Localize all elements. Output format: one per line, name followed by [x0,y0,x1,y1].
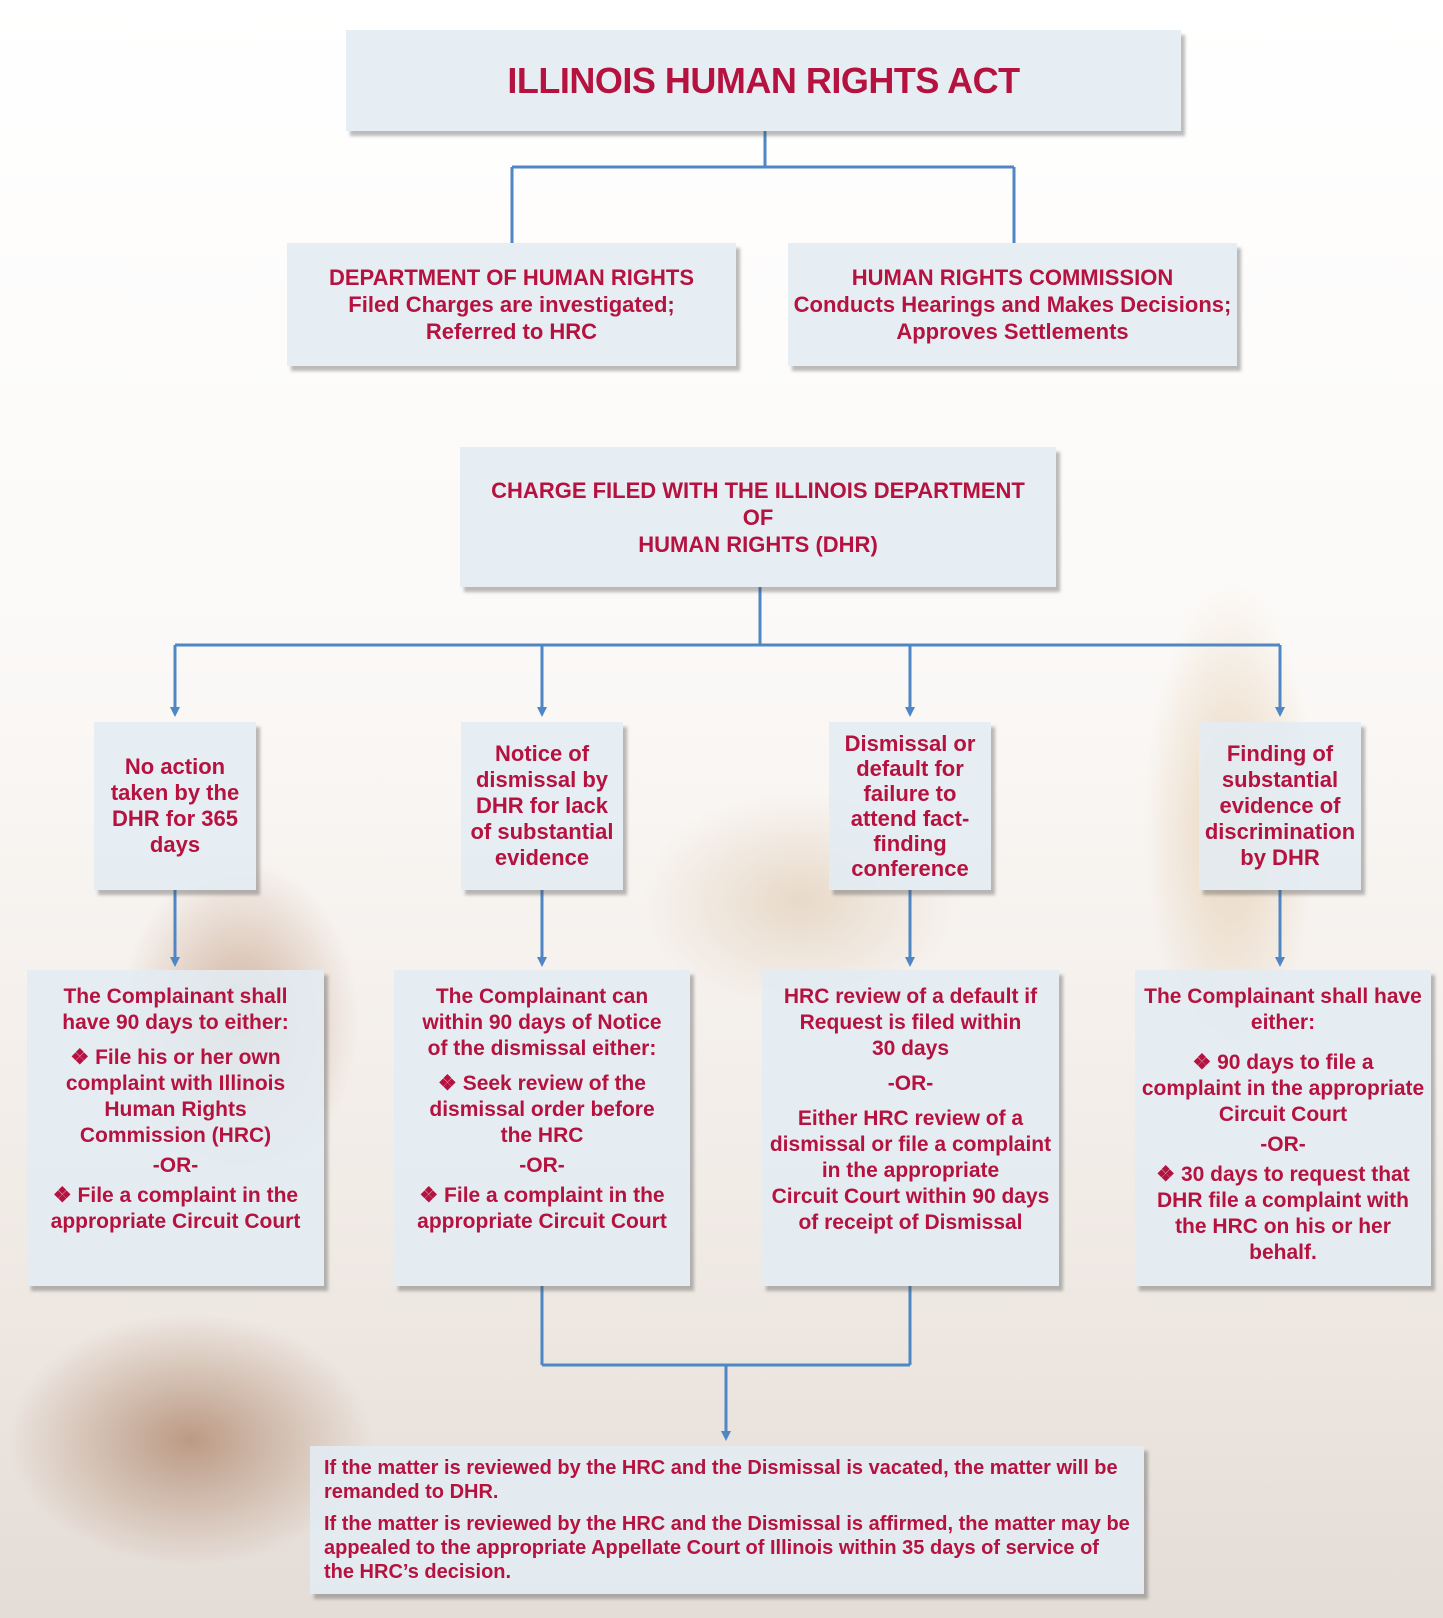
hrc-heading: HUMAN RIGHTS COMMISSION [851,265,1174,290]
outcome-line: evidence [494,845,590,870]
detail-option-1: complaint in the appropriate [1141,1077,1425,1100]
detail-intro: HRC review of a default if [783,985,1038,1008]
outcome-line: evidence of [1219,793,1341,818]
detail-option-1: dismissal order before [429,1098,655,1121]
detail-option-2: the HRC on his or her [1175,1215,1391,1238]
outcome-line: DHR for lack [475,793,609,818]
detail-option-2: dismissal or file a complaint [769,1133,1052,1156]
detail-notice-of-dismissal-box: The Complainant can within 90 days of No… [394,970,690,1286]
dhr-line-3: Referred to HRC [425,319,598,344]
detail-option-1: complaint with Illinois [65,1072,286,1095]
human-rights-commission-box: HUMAN RIGHTS COMMISSION Conducts Hearing… [788,243,1237,366]
or-separator: -OR- [1260,1133,1306,1156]
charge-line-3: HUMAN RIGHTS (DHR) [638,531,878,557]
outcome-line: Finding of [1226,741,1334,766]
detail-option-2: DHR file a complaint with [1156,1189,1410,1212]
outcome-line: finding [873,831,947,856]
hrc-line-2: Conducts Hearings and Makes Decisions; [793,292,1232,317]
or-separator: -OR- [519,1154,565,1177]
outcome-line: discrimination [1204,819,1356,844]
outcome-line: dismissal by [475,767,609,792]
detail-option-2: in the appropriate [821,1159,1000,1182]
charge-line-2: OF [742,504,774,530]
page-title: ILLINOIS HUMAN RIGHTS ACT [507,59,1020,101]
detail-option-2: appropriate Circuit Court [50,1210,301,1233]
outcome-line: failure to [863,781,957,806]
detail-option-2: ❖ 30 days to request that [1156,1163,1410,1186]
or-separator: -OR- [887,1072,934,1095]
charge-line-1: CHARGE FILED WITH THE ILLINOIS DEPARTMEN… [491,477,1025,503]
detail-option-2: Circuit Court within 90 days [771,1185,1050,1208]
outcome-line: days [149,832,201,857]
outcome-line: taken by the [110,780,240,805]
dhr-heading: DEPARTMENT OF HUMAN RIGHTS [328,265,695,290]
outcome-line: Notice of [494,741,590,766]
outcome-line: DHR for 365 [112,806,238,831]
detail-intro: Request is filed within [799,1011,1022,1034]
department-of-human-rights-box: DEPARTMENT OF HUMAN RIGHTS Filed Charges… [287,243,736,366]
detail-option-1: ❖ Seek review of the [438,1072,646,1095]
detail-intro: of the dismissal either: [427,1037,657,1060]
detail-option-2: of receipt of Dismissal [798,1211,1023,1234]
detail-option-2: ❖ File a complaint in the [52,1184,299,1207]
dhr-line-2: Filed Charges are investigated; [348,292,675,317]
outcome-finding-of-evidence-box: Finding of substantial evidence of discr… [1199,722,1361,890]
outcome-line: by DHR [1240,845,1320,870]
outcome-line: default for [856,756,964,781]
detail-intro: have 90 days to either: [62,1011,289,1034]
detail-option-1: ❖ 90 days to file a [1192,1051,1374,1074]
detail-option-1: Commission (HRC) [79,1124,272,1147]
outcome-line: attend fact- [850,806,970,831]
detail-option-1: the HRC [500,1124,584,1147]
detail-dismissal-or-default-box: HRC review of a default if Request is fi… [762,970,1059,1286]
detail-intro: The Complainant shall have [1144,985,1422,1008]
title-box: ILLINOIS HUMAN RIGHTS ACT [346,30,1181,131]
detail-option-1: Human Rights [104,1098,247,1121]
detail-intro: The Complainant can [435,985,649,1008]
detail-option-1: Circuit Court [1218,1103,1348,1126]
outcome-notice-of-dismissal-box: Notice of dismissal by DHR for lack of s… [461,722,623,890]
outcome-line: Dismissal or [844,731,976,756]
final-outcome-box: If the matter is reviewed by the HRC and… [310,1446,1144,1594]
outcome-line: No action [124,754,226,779]
detail-intro: The Complainant shall [63,985,288,1008]
outcome-no-action-box: No action taken by the DHR for 365 days [94,722,256,890]
detail-option-1: ❖ File his or her own [70,1046,281,1069]
outcome-line: substantial [1221,767,1339,792]
detail-no-action-box: The Complainant shall have 90 days to ei… [27,970,324,1286]
final-vacated-text: If the matter is reviewed by the HRC and… [324,1457,1118,1503]
hrc-line-3: Approves Settlements [896,319,1129,344]
detail-finding-of-evidence-box: The Complainant shall have either: ❖ 90 … [1135,970,1431,1286]
charge-filed-box: CHARGE FILED WITH THE ILLINOIS DEPARTMEN… [460,447,1056,587]
or-separator: -OR- [152,1154,199,1177]
detail-intro: 30 days [871,1037,950,1060]
outcome-line: of substantial [470,819,614,844]
final-affirmed-text: If the matter is reviewed by the HRC and… [324,1513,1130,1583]
detail-intro: within 90 days of Notice [422,1011,662,1034]
outcome-dismissal-or-default-box: Dismissal or default for failure to atte… [829,722,991,890]
detail-intro: either: [1250,1011,1316,1034]
outcome-line: conference [851,856,969,881]
detail-option-2: ❖ File a complaint in the [419,1184,665,1207]
detail-option-2: Either HRC review of a [797,1107,1024,1130]
detail-option-2: appropriate Circuit Court [417,1210,667,1233]
detail-option-2: behalf. [1249,1241,1317,1264]
